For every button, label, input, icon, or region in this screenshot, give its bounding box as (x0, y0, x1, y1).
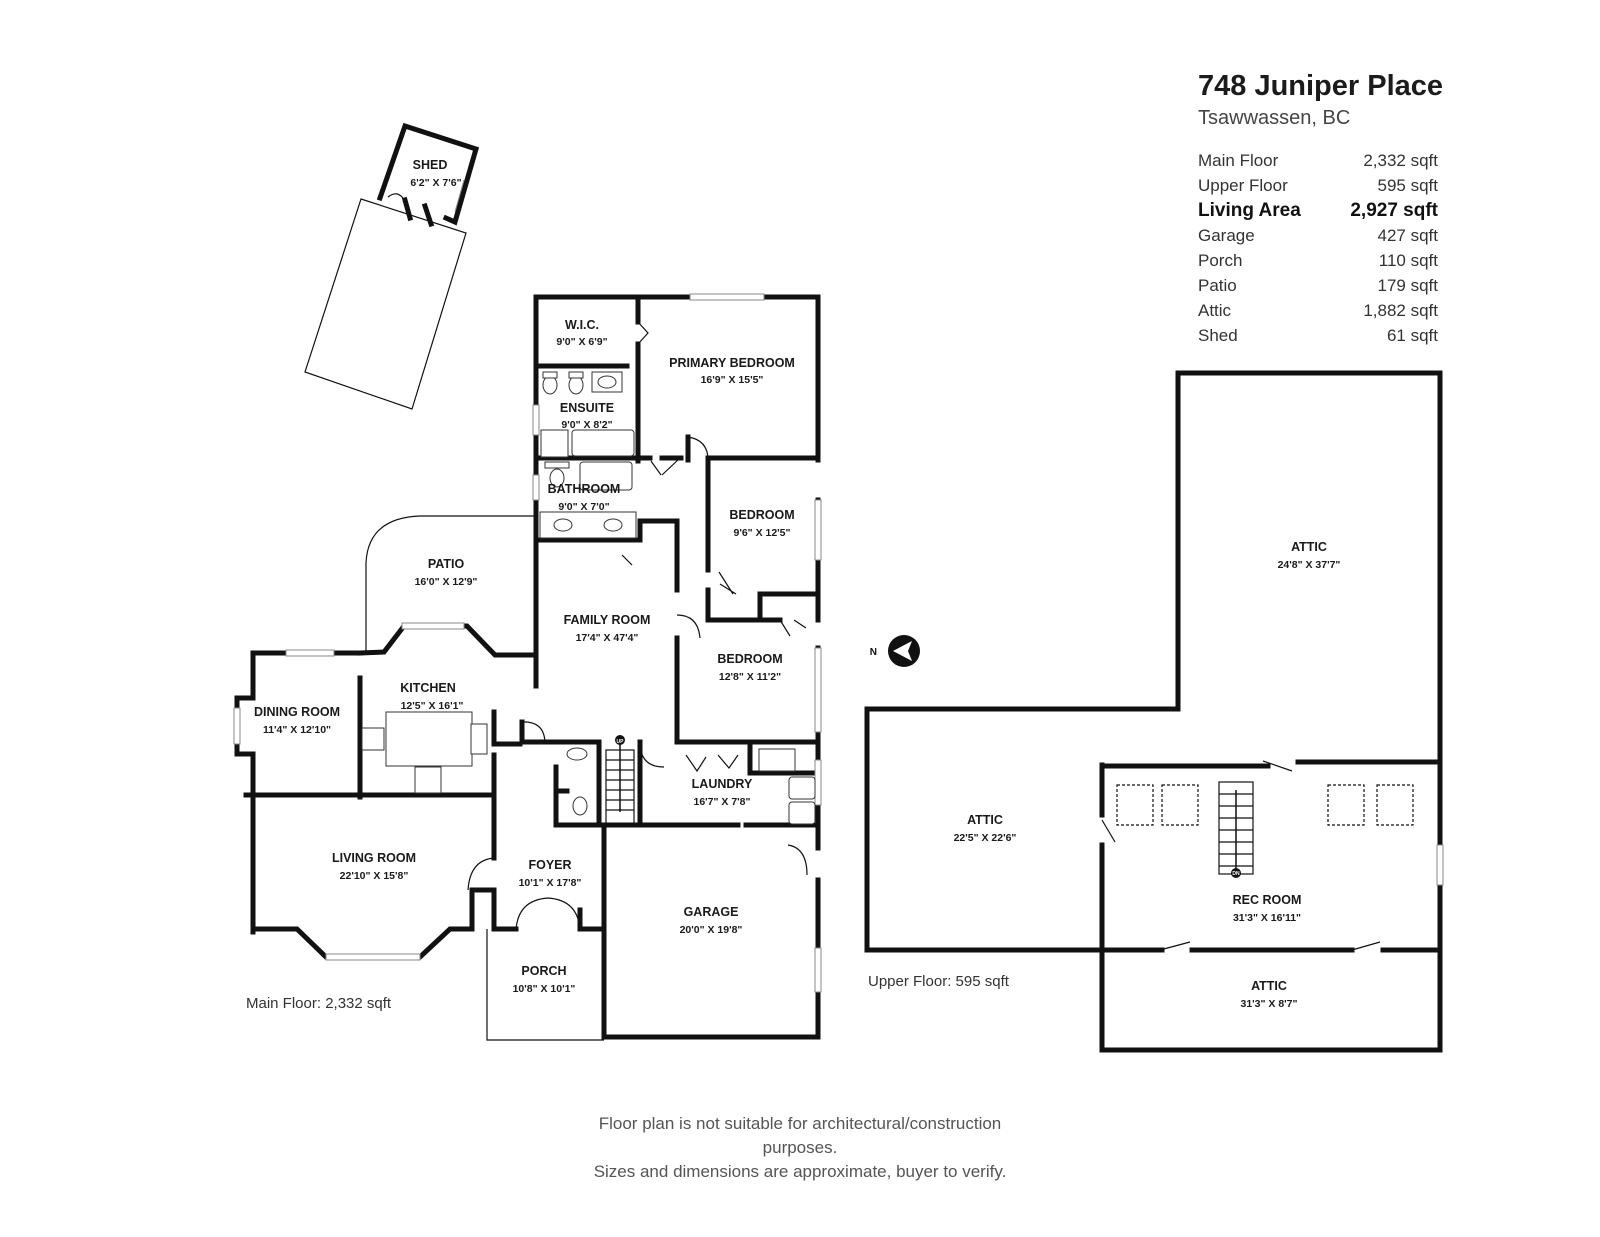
area-value: 110 sqft (1378, 251, 1438, 270)
main-floor-caption: Main Floor: 2,332 sqft (246, 995, 392, 1012)
area-row: Attic 1,882 sqft (1198, 298, 1438, 323)
room-garage-name: GARAGE (684, 905, 739, 919)
room-bedroom2-name: BEDROOM (717, 652, 782, 666)
room-attic-left-dims: 22'5" X 22'6" (954, 832, 1017, 844)
area-row: Shed 61 sqft (1198, 323, 1438, 348)
area-row: Patio 179 sqft (1198, 273, 1438, 298)
room-wic-dims: 9'0" X 6'9" (556, 336, 607, 348)
room-primary-name: PRIMARY BEDROOM (669, 356, 795, 370)
area-row: Main Floor 2,332 sqft (1198, 148, 1438, 173)
area-label: Porch (1198, 251, 1243, 270)
area-value: 595 sqft (1377, 176, 1439, 195)
shed-structure (304, 122, 480, 410)
room-rec-dims: 31'3" X 16'11" (1233, 912, 1301, 924)
disclaimer: Floor plan is not suitable for architect… (560, 1112, 1040, 1184)
area-row: Garage 427 sqft (1198, 223, 1438, 248)
property-location: Tsawwassen, BC (1198, 107, 1351, 129)
room-foyer-name: FOYER (528, 858, 571, 872)
room-dining-name: DINING ROOM (254, 705, 340, 719)
area-row: Porch 110 sqft (1198, 248, 1438, 273)
room-attic-bottom-name: ATTIC (1251, 979, 1287, 993)
main-floor-windows (233, 293, 822, 993)
main-floor-walls (234, 294, 821, 1041)
area-label: Garage (1198, 226, 1255, 245)
room-shed-name: SHED (413, 158, 448, 172)
room-bathroom-dims: 9'0" X 7'0" (558, 501, 609, 513)
area-label: Patio (1198, 276, 1237, 295)
area-label: Shed (1198, 326, 1238, 345)
room-shed-dims: 6'2" X 7'6" (410, 177, 461, 189)
room-porch-dims: 10'8" X 10'1" (513, 983, 576, 995)
room-kitchen-dims: 12'5" X 16'1" (401, 700, 464, 712)
room-patio-name: PATIO (428, 557, 465, 571)
room-bedroom1-dims: 9'6" X 12'5" (734, 527, 791, 539)
room-attic-big-name: ATTIC (1291, 540, 1327, 554)
room-living-name: LIVING ROOM (332, 851, 416, 865)
upper-floor-fixtures: DN (1116, 781, 1414, 878)
area-value: 179 sqft (1377, 276, 1439, 295)
room-laundry-name: LAUNDRY (692, 777, 753, 791)
disclaimer-line-2: Sizes and dimensions are approximate, bu… (593, 1162, 1007, 1181)
room-foyer-dims: 10'1" X 17'8" (519, 877, 582, 889)
stairs-up-label: UP (617, 739, 625, 745)
room-attic-left-name: ATTIC (967, 813, 1003, 827)
room-ensuite-name: ENSUITE (560, 401, 614, 415)
upper-floor-walls (864, 370, 1444, 1053)
room-family-name: FAMILY ROOM (564, 613, 651, 627)
room-bathroom-name: BATHROOM (548, 482, 621, 496)
area-value: 2,332 sqft (1363, 151, 1438, 170)
property-header: 748 Juniper Place Tsawwassen, BC Main Fl… (1198, 70, 1444, 348)
room-primary-dims: 16'9" X 15'5" (701, 374, 764, 386)
room-laundry-dims: 16'7" X 7'8" (694, 796, 751, 808)
main-floor-fixtures: UP (361, 371, 816, 826)
room-bedroom2-dims: 12'8" X 11'2" (719, 671, 781, 683)
north-label: N (870, 647, 877, 658)
area-value: 1,882 sqft (1363, 301, 1438, 320)
room-rec-name: REC ROOM (1233, 893, 1302, 907)
room-patio-dims: 16'0" X 12'9" (415, 576, 478, 588)
area-row: Living Area 2,927 sqft (1198, 198, 1438, 223)
area-value: 427 sqft (1377, 226, 1439, 245)
room-family-dims: 17'4" X 47'4" (576, 632, 639, 644)
stairs-down-label: DN (1232, 871, 1240, 877)
room-porch-name: PORCH (521, 964, 566, 978)
room-garage-dims: 20'0" X 19'8" (680, 924, 743, 936)
area-value: 61 sqft (1386, 326, 1438, 345)
room-labels: SHED 6'2" X 7'6" W.I.C. 9'0" X 6'9" PRIM… (254, 158, 1340, 1010)
main-floor-doors (467, 321, 808, 931)
area-label: Main Floor (1198, 151, 1279, 170)
north-arrow: N (870, 635, 920, 667)
area-label: Upper Floor (1198, 176, 1288, 195)
room-ensuite-dims: 9'0" X 8'2" (561, 419, 612, 431)
room-living-dims: 22'10" X 15'8" (340, 870, 409, 882)
area-row: Upper Floor 595 sqft (1198, 173, 1438, 198)
room-attic-big-dims: 24'8" X 37'7" (1278, 559, 1341, 571)
room-dining-dims: 11'4" X 12'10" (263, 724, 331, 736)
disclaimer-line-1: Floor plan is not suitable for architect… (598, 1114, 1002, 1157)
upper-floor-caption: Upper Floor: 595 sqft (868, 973, 1010, 990)
room-wic-name: W.I.C. (565, 318, 599, 332)
area-label: Living Area (1198, 200, 1301, 221)
room-bedroom1-name: BEDROOM (729, 508, 794, 522)
area-value: 2,927 sqft (1350, 200, 1438, 221)
room-attic-bottom-dims: 31'3" X 8'7" (1241, 998, 1298, 1010)
property-title: 748 Juniper Place (1198, 70, 1444, 102)
area-label: Attic (1198, 301, 1232, 320)
room-kitchen-name: KITCHEN (400, 681, 456, 695)
